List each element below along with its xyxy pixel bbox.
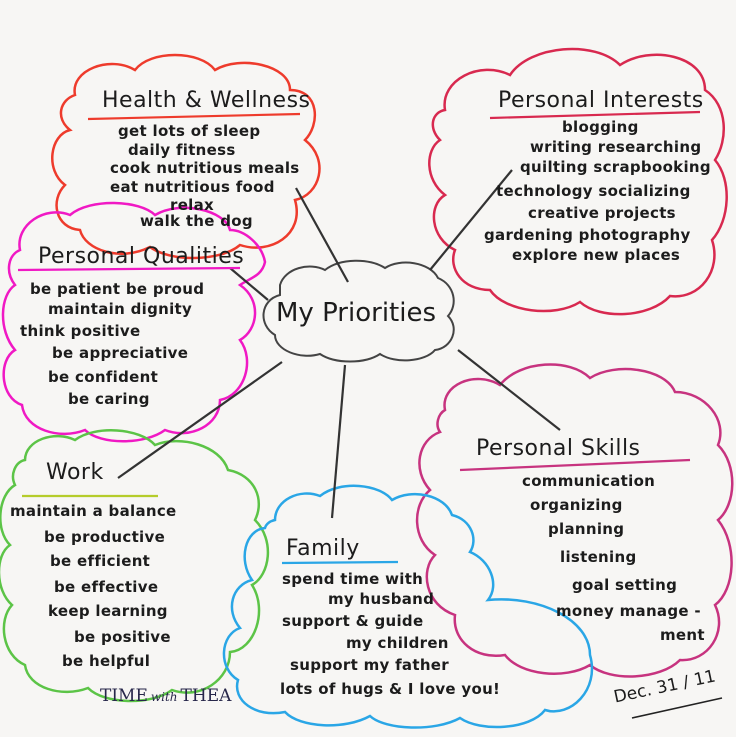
connector-interests — [429, 169, 513, 271]
work-cloud — [0, 429, 270, 703]
health-wellness-title: Health & Wellness — [102, 88, 311, 113]
interests-item: gardening photography — [484, 226, 691, 244]
personal-qualities-cloud — [1, 201, 267, 443]
health-item: daily fitness — [128, 141, 236, 159]
family-item: my husband — [328, 590, 435, 608]
work-item: be efficient — [50, 552, 151, 570]
interests-item: explore new places — [512, 246, 681, 264]
family-item: support my father — [290, 656, 449, 674]
skills-item: listening — [560, 548, 637, 566]
health-item: eat nutritious food — [110, 178, 275, 196]
interests-item: writing researching — [530, 138, 702, 156]
center-label: My Priorities — [276, 298, 436, 328]
interests-item: quilting scrapbooking — [520, 158, 711, 176]
skills-item: planning — [548, 520, 625, 538]
qualities-title-underline — [17, 266, 241, 272]
qualities-item: maintain dignity — [48, 300, 193, 318]
interests-item: blogging — [562, 118, 639, 136]
family-item: lots of hugs & I love you! — [280, 680, 501, 698]
connector-health — [295, 187, 349, 283]
personal-interests-title: Personal Interests — [498, 88, 704, 113]
center-bubble — [262, 259, 455, 363]
skills-item: goal setting — [572, 576, 678, 594]
health-title-underline — [87, 112, 301, 121]
personal-skills-title: Personal Skills — [476, 436, 641, 461]
skills-item: money manage - — [556, 602, 701, 620]
health-item: relax — [170, 196, 215, 214]
qualities-item: be caring — [68, 390, 150, 408]
family-title-underline — [281, 560, 399, 565]
family-item: support & guide — [282, 612, 424, 630]
connector-qualities — [229, 267, 269, 301]
work-item: maintain a balance — [10, 502, 177, 520]
interests-title-underline — [489, 110, 701, 120]
skills-item: ment — [660, 626, 705, 644]
logo-word-time: TIME — [100, 686, 148, 706]
connector-work — [117, 361, 283, 479]
personal-qualities-title: Personal Qualities — [38, 244, 245, 269]
health-item: cook nutritious meals — [110, 159, 300, 177]
family-item: spend time with — [282, 570, 424, 588]
work-title: Work — [46, 460, 104, 485]
work-item: be positive — [74, 628, 171, 646]
personal-interests-cloud — [428, 47, 728, 316]
qualities-item: think positive — [20, 322, 141, 340]
work-item: be productive — [44, 528, 166, 546]
interests-item: technology socializing — [496, 182, 691, 200]
skills-title-underline — [459, 458, 691, 472]
health-item: get lots of sleep — [118, 122, 261, 140]
family-title: Family — [286, 536, 360, 561]
family-item: my children — [346, 634, 449, 652]
date-underline — [631, 697, 723, 719]
work-item: keep learning — [48, 602, 168, 620]
work-item: be effective — [54, 578, 159, 596]
qualities-item: be confident — [48, 368, 159, 386]
qualities-item: be appreciative — [52, 344, 189, 362]
logo-word-with: with — [150, 690, 178, 704]
skills-item: organizing — [530, 496, 623, 514]
connector-family — [330, 364, 347, 519]
personal-skills-cloud — [415, 363, 734, 678]
skills-item: communication — [522, 472, 656, 490]
connector-skills — [457, 349, 561, 431]
qualities-item: be patient be proud — [30, 280, 205, 298]
logo-word-thea: THEA — [180, 686, 232, 706]
interests-item: creative projects — [528, 204, 676, 222]
health-wellness-cloud — [51, 53, 321, 260]
health-item: walk the dog — [140, 212, 253, 230]
family-cloud — [222, 484, 594, 729]
work-item: be helpful — [62, 652, 151, 670]
